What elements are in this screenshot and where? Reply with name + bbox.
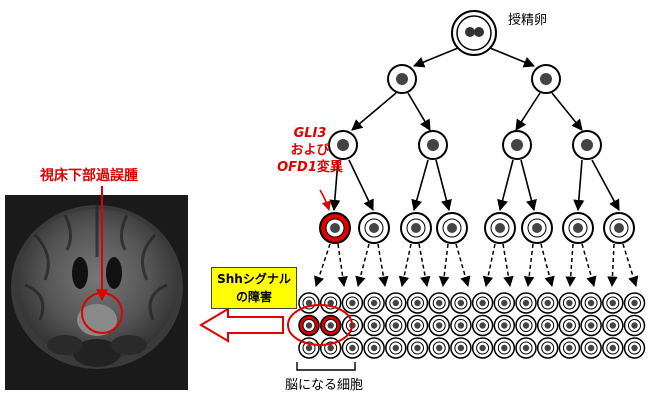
shh-signal-box: Shhシグナル の障害 [211, 267, 297, 309]
brain-cell [515, 314, 537, 337]
brain-cell [602, 337, 624, 359]
brain-cell [406, 292, 429, 314]
brain-cell [536, 314, 559, 337]
lineage-arrows [329, 47, 620, 212]
brain-cell-grid [298, 292, 646, 359]
zygote-cell [451, 10, 497, 56]
brain-cell [536, 292, 559, 314]
brain-cell [515, 292, 537, 314]
brain-cell [385, 337, 407, 359]
brain-cell [406, 337, 429, 359]
brain-cell [428, 337, 450, 359]
brain-cell [450, 292, 472, 314]
brain-cell [385, 314, 407, 337]
mutation-label: GLI3 および OFD1変異 [267, 125, 353, 176]
brain-cell [602, 314, 624, 337]
mutant-cell [319, 212, 351, 244]
brain-cell [363, 337, 385, 359]
mutation-suffix: 変異 [316, 160, 343, 175]
brain-cell [450, 314, 472, 337]
dashed-lineage-arrows [314, 243, 639, 288]
mutation-and: および [290, 143, 330, 158]
brain-cells-label: 脳になる細胞 [285, 378, 364, 393]
brain-cell [471, 314, 494, 337]
brain-cell [406, 314, 429, 337]
brain-cells-bracket [296, 362, 356, 371]
brain-cell [558, 314, 581, 337]
mutation-pointer [319, 189, 332, 211]
brain-cell [558, 292, 581, 314]
shh-line-2: の障害 [235, 290, 272, 304]
mutant-cells-highlight [287, 304, 353, 346]
zygote-label: 授精卵 [508, 13, 548, 28]
brain-cell [580, 292, 602, 314]
shh-disruption-arrow [199, 307, 284, 343]
brain-mri-image [5, 195, 188, 390]
gene-gli3: GLI3 [293, 126, 327, 141]
brain-cell [341, 337, 364, 359]
brain-cell [385, 292, 407, 314]
brain-cell [471, 292, 494, 314]
brain-cell [602, 292, 624, 314]
brain-cell [580, 314, 602, 337]
mutant-brain-cell [298, 314, 320, 337]
brain-cell [558, 337, 581, 359]
brain-cell [450, 337, 472, 359]
brain-cell [363, 292, 385, 314]
gene-ofd1: OFD1 [277, 160, 317, 175]
brain-cell [515, 337, 537, 359]
shh-line-1: Shhシグナル [217, 272, 291, 286]
cell-level-2 [328, 130, 602, 160]
brain-cell [493, 314, 516, 337]
mutant-brain-cell [319, 314, 342, 337]
brain-cell [623, 337, 646, 359]
cell-level-3 [319, 212, 635, 244]
brain-cell [493, 292, 516, 314]
hamartoma-label: 視床下部過誤腫 [40, 168, 138, 184]
brain-cell [623, 314, 646, 337]
brain-cell [428, 292, 450, 314]
cell-level-1 [387, 64, 561, 94]
brain-cell [623, 292, 646, 314]
brain-cell [298, 337, 320, 359]
brain-cell [580, 337, 602, 359]
brain-cell [493, 337, 516, 359]
brain-cell [363, 314, 385, 337]
brain-cell [471, 337, 494, 359]
brain-cell [341, 292, 364, 314]
brain-cell [428, 314, 450, 337]
brain-cell [536, 337, 559, 359]
